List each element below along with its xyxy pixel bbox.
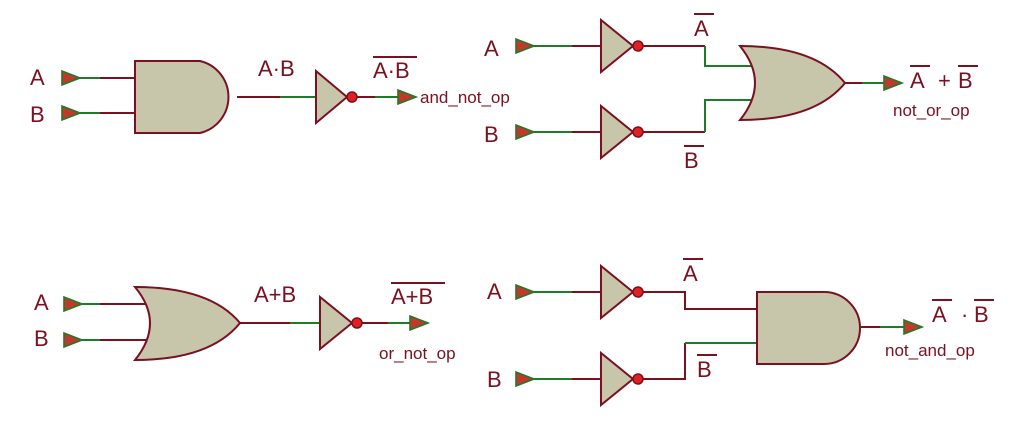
and-not-output-terminal — [397, 88, 419, 106]
not-gate — [319, 294, 354, 352]
or-not-output-expr: A+B — [391, 284, 433, 309]
not-and-out-a: A — [932, 302, 947, 327]
not-and-wire-na — [643, 291, 757, 310]
not-and-input-a-terminal — [515, 283, 537, 301]
not-or-wire-na-green — [704, 46, 755, 67]
not-gate-b-bubble — [632, 126, 644, 138]
not-and-input-b-terminal — [515, 370, 537, 388]
and-not-input-b-terminal — [61, 104, 83, 122]
not-or-not-b-label: B — [684, 148, 699, 173]
or-not-output-name: or_not_op — [379, 344, 456, 363]
not-gate — [315, 68, 349, 126]
not-bubble — [351, 317, 363, 329]
and-not-output-expr: A·B — [373, 58, 410, 83]
or-not-mid-label: A+B — [254, 282, 296, 307]
not-or-out-a: A — [910, 68, 925, 93]
not-and-wire-nb — [643, 343, 686, 380]
not-and-input-b-label: B — [487, 367, 502, 392]
not-and-not-a-label: A — [683, 261, 698, 286]
and-gate — [756, 291, 861, 365]
not-gate-a-bubble — [632, 286, 644, 298]
not-or-out-op: + — [938, 68, 951, 93]
and-not-circuit: A B A·B A·B and_not_op — [30, 56, 510, 134]
or-not-input-b-terminal — [63, 331, 85, 349]
or-gate — [132, 285, 242, 362]
not-or-circuit: A B A B A + B not_or_op — [484, 13, 978, 173]
or-gate — [737, 44, 847, 122]
not-gate-b — [600, 350, 635, 408]
and-not-input-b-label: B — [30, 102, 45, 127]
or-not-circuit: A B A+B A+B or_not_op — [34, 282, 456, 363]
not-and-out-op: · — [961, 302, 968, 327]
not-and-out-b: B — [974, 302, 989, 327]
not-gate-b — [600, 103, 635, 161]
or-not-input-a-label: A — [34, 290, 49, 315]
and-not-input-a-label: A — [30, 65, 45, 90]
not-or-not-a-label: A — [694, 16, 709, 41]
not-and-output-name: not_and_op — [885, 341, 975, 360]
not-or-input-b-terminal — [515, 123, 537, 141]
and-not-mid-label: A·B — [258, 56, 295, 81]
and-gate — [134, 60, 230, 134]
not-and-not-b-label: B — [697, 357, 712, 382]
and-not-output-name: and_not_op — [420, 88, 510, 107]
or-not-input-b-label: B — [34, 326, 49, 351]
not-gate-b-bubble — [632, 373, 644, 385]
not-gate-a-bubble — [632, 40, 644, 52]
not-gate-a — [600, 263, 635, 321]
or-not-input-a-terminal — [63, 295, 85, 313]
not-gate-a — [600, 17, 635, 75]
not-or-input-a-label: A — [484, 36, 499, 61]
not-or-out-b: B — [958, 68, 973, 93]
and-not-input-a-terminal — [61, 69, 83, 87]
not-or-input-b-label: B — [484, 122, 499, 147]
not-or-input-a-terminal — [515, 37, 537, 55]
not-and-circuit: A B A B A · B not_and_op — [487, 258, 994, 408]
not-and-input-a-label: A — [487, 279, 502, 304]
not-and-output-terminal — [903, 318, 925, 336]
not-bubble — [346, 91, 358, 103]
not-or-output-terminal — [883, 74, 905, 92]
not-or-output-name: not_or_op — [893, 101, 970, 120]
not-or-wire-nb-green — [704, 99, 755, 132]
or-not-output-terminal — [409, 314, 431, 332]
